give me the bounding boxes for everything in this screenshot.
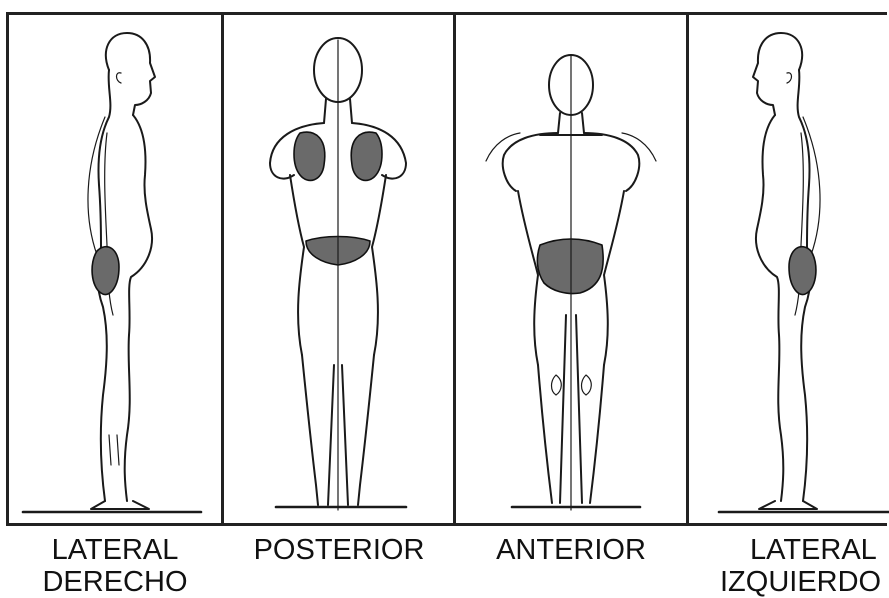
lateral-right-figure — [9, 15, 221, 523]
foot — [759, 501, 817, 509]
ankle-detail — [109, 435, 119, 465]
label-line1: LATERAL — [15, 534, 215, 566]
panel-label-anterior: ANTERIOR — [456, 534, 686, 566]
torso-right — [372, 175, 386, 355]
label-line2: DERECHO — [15, 566, 215, 598]
panel-label-posterior: POSTERIOR — [224, 534, 454, 566]
head-outline — [753, 33, 802, 115]
lateral-left-figure — [689, 15, 889, 523]
ear — [117, 73, 122, 83]
panel-label-lateral-right: LATERAL DERECHO — [15, 534, 215, 598]
front-outline — [756, 115, 783, 501]
posterior-figure — [224, 15, 453, 523]
label-line1: POSTERIOR — [224, 534, 454, 566]
panel-label-lateral-left: LATERAL IZQUIERDO — [700, 534, 889, 598]
head-outline — [106, 33, 155, 115]
muscle-abdomen — [537, 239, 603, 294]
muscle-knee-left — [552, 375, 562, 395]
muscle-upper-left — [294, 132, 325, 180]
label-line1: LATERAL — [700, 534, 889, 566]
label-line2: IZQUIERDO — [700, 566, 889, 598]
label-line1: ANTERIOR — [456, 534, 686, 566]
front-outline — [125, 115, 152, 501]
torso-left — [290, 175, 304, 355]
ear — [787, 73, 792, 83]
muscle-glute — [92, 247, 119, 295]
anterior-figure — [456, 15, 686, 523]
muscle-glute — [789, 247, 816, 295]
foot — [91, 501, 149, 509]
muscle-upper-right — [351, 132, 382, 180]
muscle-knee-right — [582, 375, 592, 395]
